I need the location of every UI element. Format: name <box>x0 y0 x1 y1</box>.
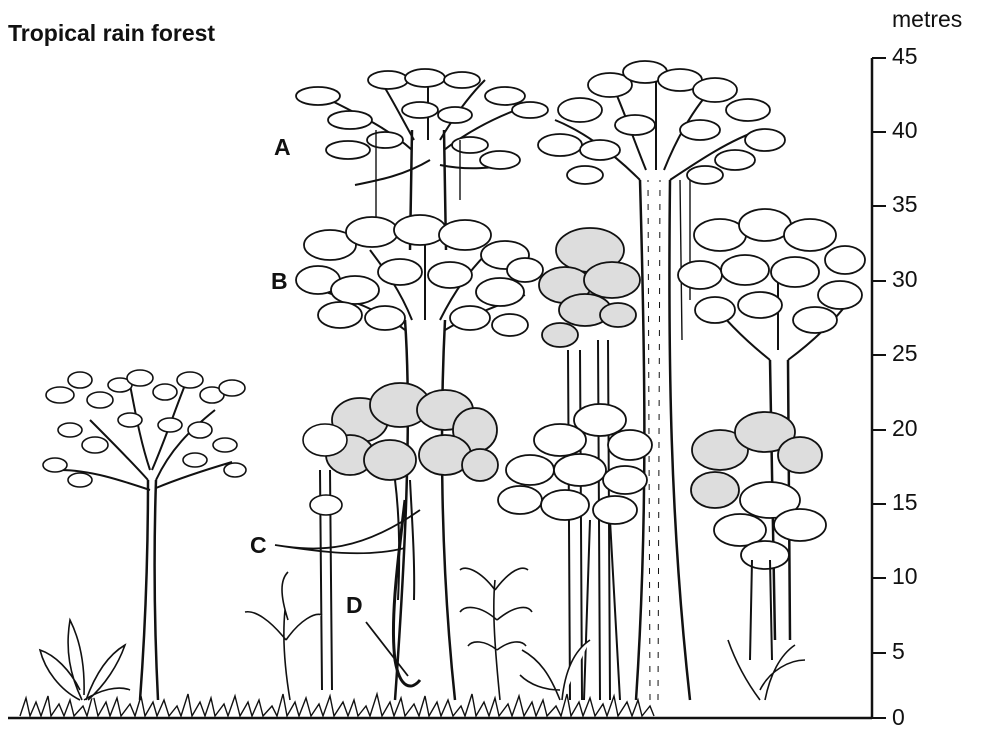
ground-plant-middle-left <box>245 572 322 700</box>
fern-middle <box>460 568 532 700</box>
ground-plant-left <box>40 620 130 700</box>
height-scale-axis <box>872 58 886 718</box>
emergent-tree-right <box>538 61 785 700</box>
label-d-pointer <box>366 622 408 676</box>
ground-plant-middle-right <box>520 640 590 700</box>
understorey-tree-dark-left <box>326 383 498 600</box>
understorey-tree-right <box>691 412 826 660</box>
ground-plant-right <box>728 640 805 700</box>
